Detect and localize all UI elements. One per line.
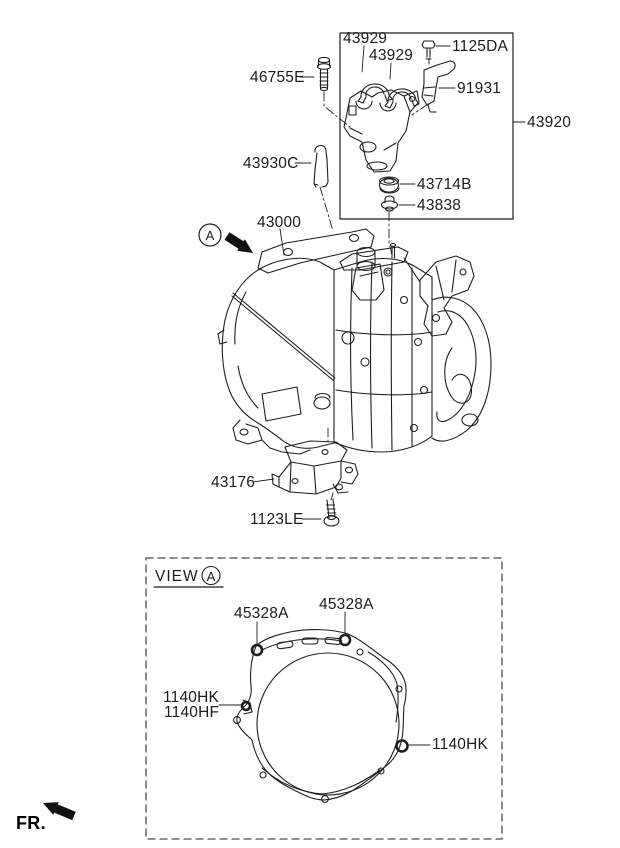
callout-43930C: 43930C (243, 155, 299, 172)
callout-1125DA: 1125DA (452, 38, 509, 55)
callout-43929-2: 43929 (369, 47, 414, 64)
detail-box-outline (339, 32, 514, 220)
callout-43838: 43838 (417, 197, 462, 214)
callout-43920: 43920 (527, 114, 572, 131)
callout-1140HK-left: 1140HK (163, 689, 220, 706)
callout-46755E: 46755E (250, 69, 305, 86)
view-direction-arrow (224, 232, 253, 253)
view-a-box-outline (145, 557, 503, 840)
callout-1123LE: 1123LE (250, 511, 304, 528)
callout-43714B: 43714B (417, 176, 472, 193)
view-marker-a: A (206, 569, 216, 584)
callout-43000: 43000 (257, 214, 302, 231)
view-label: VIEW (155, 568, 199, 585)
assembly-view-marker-a: A (205, 228, 215, 243)
callout-43929-1: 43929 (343, 30, 388, 47)
callout-45328A-right: 45328A (319, 596, 374, 613)
callout-1140HF: 1140HF (164, 704, 220, 721)
front-label: FR. (16, 813, 46, 833)
callout-43176: 43176 (211, 474, 256, 491)
front-direction-arrow (43, 802, 76, 821)
callout-1140HK-right: 1140HK (432, 736, 489, 753)
callout-91931: 91931 (457, 80, 502, 97)
callout-45328A-left: 45328A (234, 605, 289, 622)
